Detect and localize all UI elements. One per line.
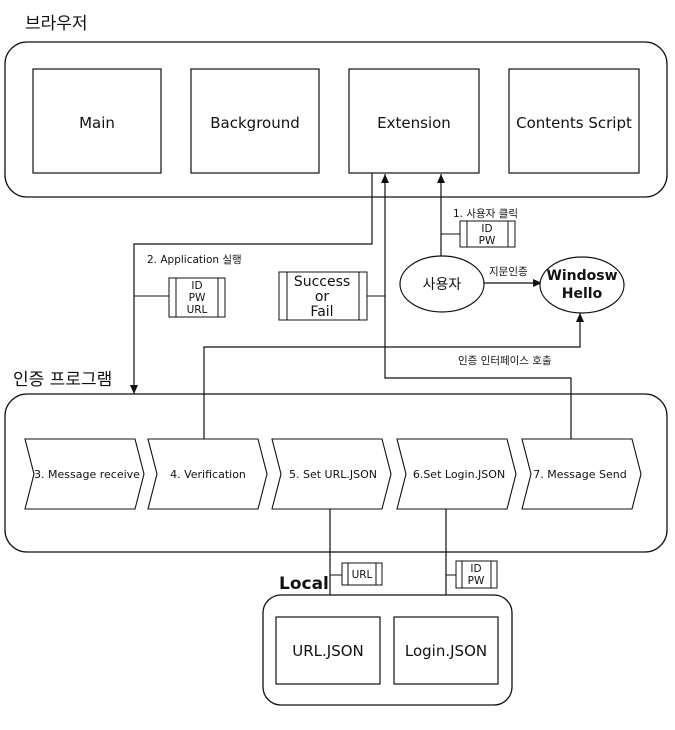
browser-component-extension: Extension [348, 68, 480, 174]
browser-component-contents-script: Contents Script [508, 68, 640, 174]
arrow-extension-to-auth [130, 173, 373, 394]
message-line: Success [294, 274, 350, 290]
step-message-send: 7. Message Send [521, 438, 642, 510]
label-app-run: 2. Application 실행 [147, 254, 242, 266]
hello-label-line1: Windosw [546, 268, 617, 284]
step-label: 3. Message receive [34, 468, 140, 481]
component-label: Background [210, 114, 300, 132]
browser-component-background: Background [190, 68, 320, 174]
component-label: Extension [377, 114, 451, 132]
file-label: URL.JSON [292, 642, 364, 660]
label-interface-call: 인증 인터페이스 호출 [458, 355, 552, 367]
file-label: Login.JSON [405, 642, 487, 660]
message-line: URL [187, 304, 208, 316]
message-line: PW [468, 575, 485, 587]
label-fingerprint: 지문인증 [489, 266, 528, 278]
message-url: URL [341, 562, 383, 586]
step-label: 5. Set URL.JSON [289, 468, 377, 481]
arrow-verification-to-hello [203, 313, 584, 439]
file-url-json: URL.JSON [275, 616, 381, 685]
hello-label-line2: Hello [562, 286, 603, 302]
message-success-or-fail: Success or Fail [278, 271, 368, 321]
user-node: 사용자 [399, 255, 485, 313]
message-line: ID [481, 223, 492, 235]
step-message-receive: 3. Message receive [24, 438, 145, 510]
browser-title: 브라우저 [25, 14, 88, 34]
message-line: Fail [310, 304, 333, 320]
local-title: Local [279, 574, 329, 594]
browser-component-main: Main [32, 68, 162, 174]
component-label: Main [79, 114, 115, 132]
windows-hello-node: Windosw Hello [539, 256, 625, 314]
message-id-pw-url: ID PW URL [168, 277, 226, 318]
step-label: 4. Verification [170, 468, 246, 481]
message-line: PW [479, 235, 496, 247]
file-login-json: Login.JSON [393, 616, 499, 685]
browser-container [4, 41, 668, 198]
message-local-id-pw: ID PW [455, 560, 498, 589]
component-label: Contents Script [516, 114, 632, 132]
step-verification: 4. Verification [147, 438, 268, 510]
message-line: ID [191, 280, 202, 292]
step-set-url-json: 5. Set URL.JSON [271, 438, 392, 510]
message-id-pw: ID PW [459, 220, 516, 248]
step-label: 7. Message Send [533, 468, 626, 481]
message-line: PW [189, 292, 206, 304]
message-line: URL [352, 569, 373, 581]
step-label: 6.Set Login.JSON [413, 468, 505, 481]
label-user-click: 1. 사용자 클릭 [453, 208, 518, 220]
message-line: ID [470, 563, 481, 575]
message-line: or [315, 289, 330, 305]
user-label: 사용자 [423, 277, 462, 293]
auth-program-title: 인증 프로그램 [13, 370, 112, 390]
step-set-login-json: 6.Set Login.JSON [396, 438, 517, 510]
